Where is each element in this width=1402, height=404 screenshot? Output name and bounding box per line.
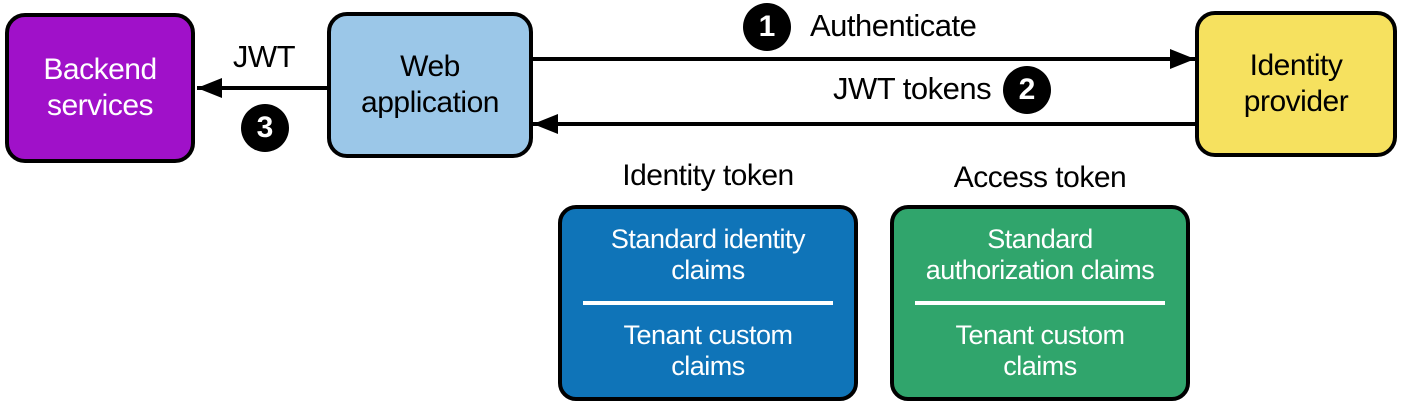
step-badge-1: 1 bbox=[743, 3, 791, 51]
node-backend-services: Backend services bbox=[5, 13, 195, 163]
node-identity-provider: Identity provider bbox=[1195, 11, 1397, 157]
access-token-title: Access token bbox=[953, 161, 1127, 194]
identity-token-standard-claims: Standard identity claims bbox=[610, 224, 806, 285]
identity-token-divider bbox=[583, 301, 833, 305]
access-token-box: Standard authorization claims Tenant cus… bbox=[890, 205, 1190, 401]
flow-label-jwt-tokens: JWT tokens bbox=[833, 71, 992, 106]
flow-label-authenticate: Authenticate bbox=[810, 8, 977, 43]
step-badge-3: 3 bbox=[241, 104, 289, 152]
node-web-application: Web application bbox=[327, 12, 533, 158]
access-token-standard-claims: Standard authorization claims bbox=[925, 224, 1155, 285]
access-token-divider bbox=[915, 301, 1165, 305]
identity-token-box: Standard identity claims Tenant custom c… bbox=[558, 205, 858, 401]
flow-label-jwt: JWT bbox=[232, 39, 296, 74]
access-token-custom-claims: Tenant custom claims bbox=[955, 320, 1125, 381]
identity-token-title: Identity token bbox=[622, 159, 794, 192]
step-badge-2: 2 bbox=[1003, 66, 1051, 114]
identity-token-custom-claims: Tenant custom claims bbox=[623, 320, 793, 381]
